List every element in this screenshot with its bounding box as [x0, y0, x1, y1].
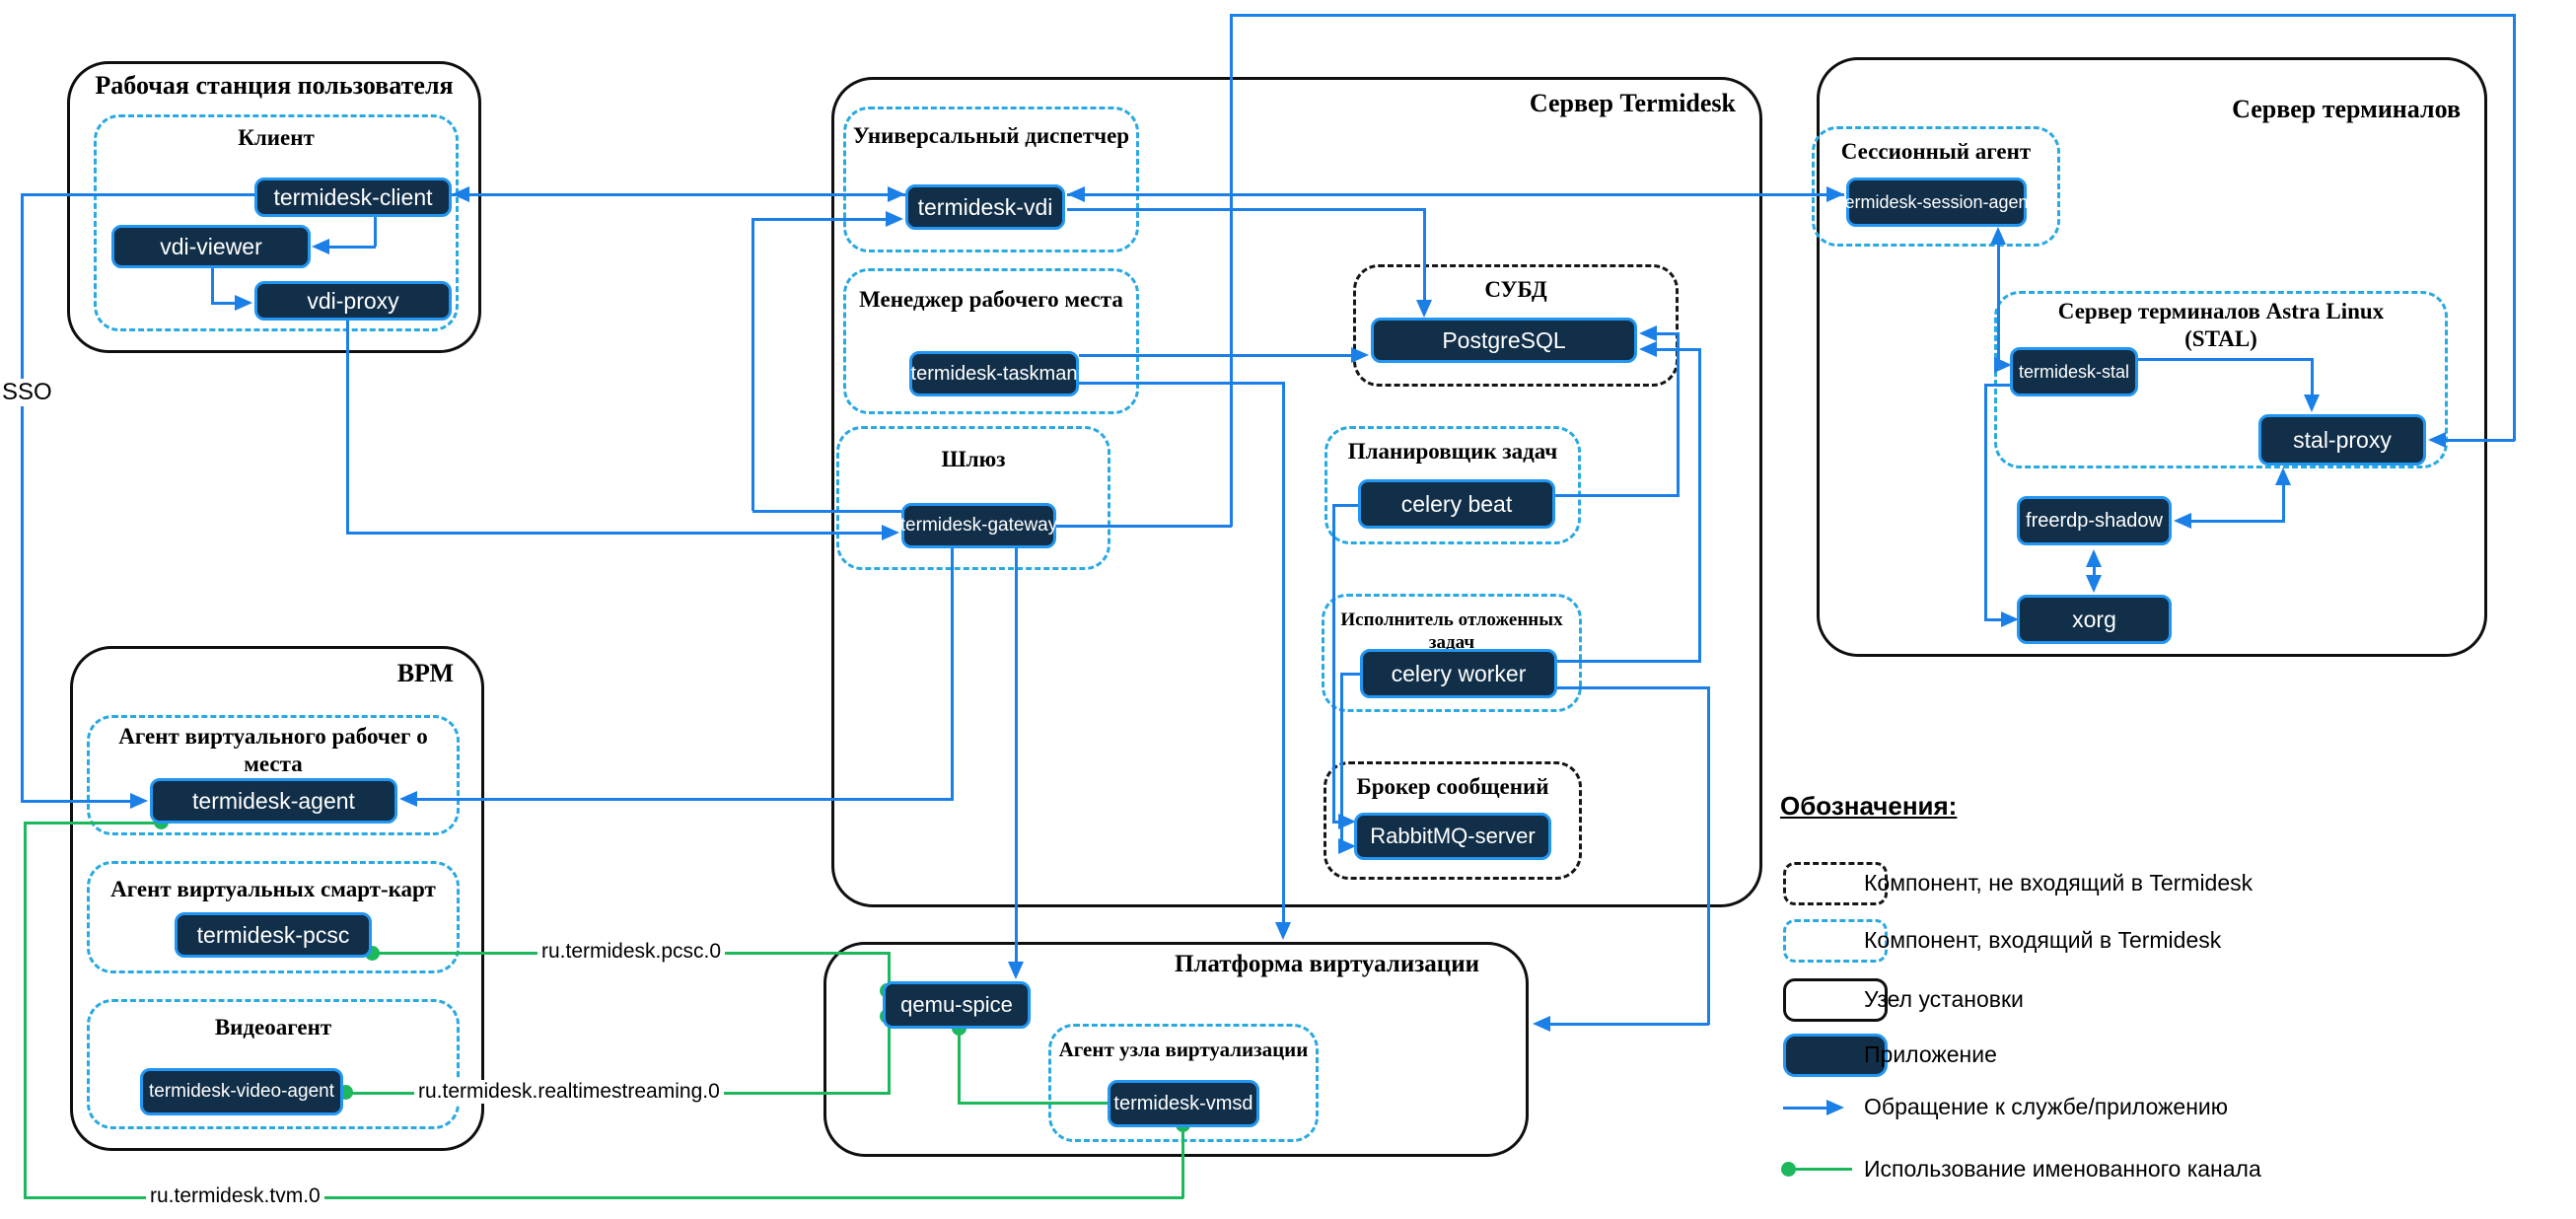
group-smartcard-agent-title: Агент виртуальных смарт-карт — [110, 877, 436, 901]
node-vrm — [70, 646, 484, 1151]
group-dbms — [1353, 264, 1679, 387]
group-stal-title: Сервер терминалов Astra Linux (STAL) — [2057, 299, 2385, 351]
group-session-agent-title: Сессионный агент — [1840, 139, 2032, 164]
legend-label-0: Компонент, не входящий в Termidesk — [1864, 870, 2254, 896]
legend-label-2: Узел установки — [1864, 986, 2024, 1012]
legend-label-5: Использование именованного канала — [1864, 1156, 2261, 1182]
app-postgresql: PostgreSQL — [1371, 318, 1637, 363]
legend-label-4: Обращение к службе/приложению — [1864, 1094, 2228, 1119]
group-smartcard-agent — [87, 861, 460, 973]
label-sso: SSO — [2, 379, 52, 406]
group-gateway-title: Шлюз — [941, 447, 1006, 471]
app-termidesk-video-agent: termidesk-video-agent — [140, 1068, 343, 1115]
node-vrm-title: ВРМ — [396, 659, 454, 687]
group-dispatcher — [843, 107, 1139, 252]
node-workstation-title: Рабочая станция пользователя — [95, 71, 454, 100]
node-virt-platform-title: Платформа виртуализации — [1174, 951, 1479, 977]
legend-swatch-dashed-blue — [1783, 919, 1888, 963]
app-stal-proxy: stal-proxy — [2258, 414, 2426, 466]
legend-label-1: Компонент, входящий в Termidesk — [1864, 927, 2222, 953]
label-pipe-pcsc: ru.termidesk.pcsc.0 — [537, 940, 726, 964]
group-client-title: Клиент — [238, 125, 315, 150]
legend-swatch-filled — [1783, 1034, 1888, 1077]
node-terminal-server-title: Сервер терминалов — [2232, 95, 2461, 123]
legend-label-3: Приложение — [1864, 1041, 1997, 1067]
legend-title: Обозначения: — [1780, 791, 1958, 821]
node-terminal-server — [1817, 57, 2487, 657]
app-vdi-viewer: vdi-viewer — [111, 225, 311, 268]
group-dbms-title: СУБД — [1484, 277, 1547, 302]
group-scheduler-title: Планировщик задач — [1347, 439, 1558, 464]
app-celery-worker: celery worker — [1360, 649, 1557, 698]
group-dispatcher-title: Универсальный диспетчер — [852, 123, 1130, 148]
label-pipe-tvm: ru.termidesk.tvm.0 — [146, 1184, 324, 1208]
app-termidesk-taskman: termidesk-taskman — [909, 351, 1079, 396]
group-message-broker — [1324, 761, 1582, 880]
group-workplace-manager-title: Менеджер рабочего места — [859, 287, 1123, 312]
group-gateway — [836, 426, 1110, 570]
app-qemu-spice: qemu-spice — [883, 981, 1031, 1029]
app-freerdp-shadow: freerdp-shadow — [2017, 496, 2172, 545]
group-deferred-executor-title: Исполнитель отложенных задач — [1340, 610, 1563, 653]
group-client — [94, 114, 459, 331]
group-virt-node-agent-title: Агент узла виртуализации — [1058, 1038, 1309, 1061]
app-termidesk-client: termidesk-client — [254, 178, 452, 217]
app-termidesk-vmsd: termidesk-vmsd — [1108, 1080, 1259, 1127]
group-deferred-executor — [1322, 594, 1582, 712]
app-vdi-proxy: vdi-proxy — [254, 281, 452, 321]
app-celery-beat: celery beat — [1358, 479, 1555, 529]
legend-swatch-solid — [1783, 978, 1888, 1022]
app-termidesk-vdi: termidesk-vdi — [905, 184, 1065, 230]
app-rabbitmq-server: RabbitMQ-server — [1354, 813, 1551, 860]
group-video-agent — [87, 999, 460, 1129]
group-workplace-manager — [843, 268, 1139, 414]
app-termidesk-agent: termidesk-agent — [150, 778, 397, 824]
app-termidesk-pcsc: termidesk-pcsc — [175, 912, 372, 958]
app-termidesk-session-agent: termidesk-session-agent — [1839, 178, 2034, 227]
node-termidesk-server — [831, 77, 1762, 907]
node-workstation — [67, 61, 481, 353]
app-termidesk-gateway: termidesk-gateway — [900, 503, 1057, 548]
app-xorg: xorg — [2017, 595, 2172, 644]
app-termidesk-stal: termidesk-stal — [2010, 347, 2138, 396]
group-scheduler — [1324, 426, 1581, 544]
group-stal — [1994, 291, 2448, 468]
group-message-broker-title: Брокер сообщений — [1356, 774, 1549, 799]
node-termidesk-server-title: Сервер Termidesk — [1529, 89, 1736, 117]
group-vdi-agent — [87, 715, 460, 835]
legend-swatch-dashed-black — [1783, 862, 1888, 905]
group-vdi-agent-title: Агент виртуального рабочег о места — [118, 724, 428, 776]
group-session-agent — [1812, 126, 2060, 247]
node-virt-platform — [823, 942, 1529, 1157]
label-pipe-realtimestreaming: ru.termidesk.realtimestreaming.0 — [414, 1080, 724, 1104]
group-video-agent-title: Видеоагент — [214, 1015, 332, 1040]
